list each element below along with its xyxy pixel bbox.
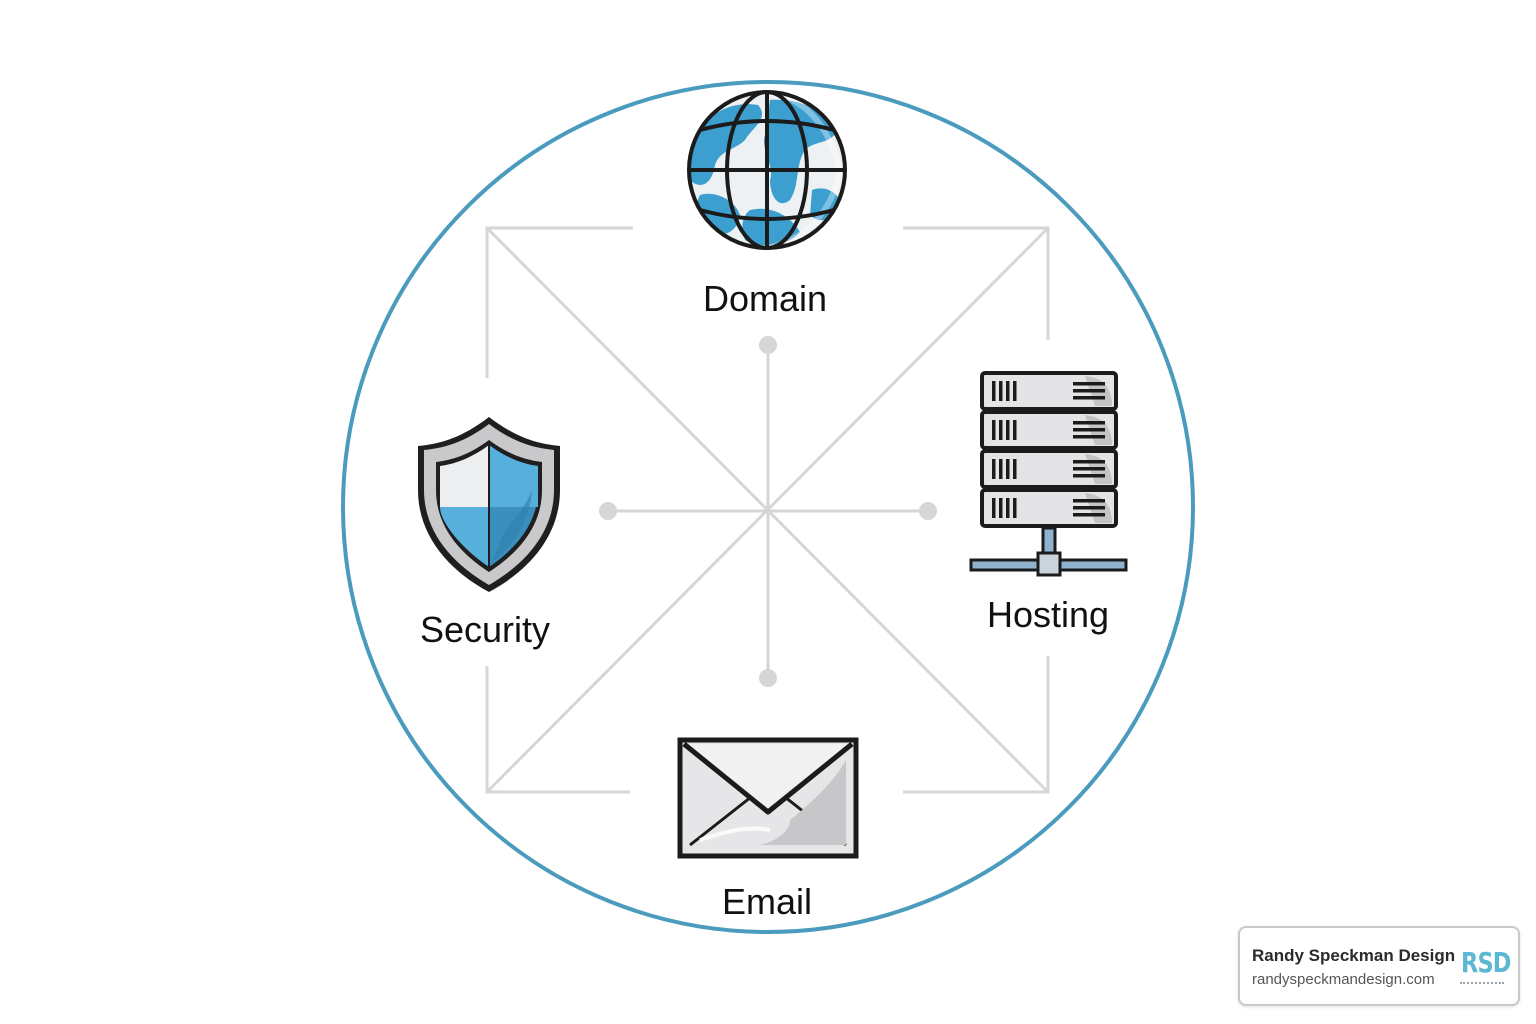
server-rack-icon <box>969 371 1128 577</box>
dot-left <box>599 502 617 520</box>
dot-top <box>759 336 777 354</box>
node-label-email: Email <box>721 881 813 922</box>
rsd-logo-icon: RSD <box>1461 946 1511 979</box>
node-label-domain: Domain <box>702 278 828 319</box>
frame-top-right <box>903 226 1050 340</box>
brand-url: randyspeckmandesign.com <box>1252 971 1435 988</box>
dot-bottom <box>759 669 777 687</box>
node-label-security: Security <box>419 609 551 650</box>
globe-icon <box>687 89 847 251</box>
outer-ring <box>341 80 1195 934</box>
spoke-dots <box>599 336 937 687</box>
envelope-icon <box>677 737 859 859</box>
logo-underline <box>1460 982 1504 984</box>
brand-name: Randy Speckman Design <box>1252 946 1456 965</box>
shield-icon <box>418 417 560 592</box>
frame-bottom-left <box>485 666 630 794</box>
connector-frame <box>485 226 1050 794</box>
brand-badge: Randy Speckman Design randyspeckmandesig… <box>1238 926 1520 1006</box>
dot-right <box>919 502 937 520</box>
node-label-hosting: Hosting <box>986 594 1110 635</box>
